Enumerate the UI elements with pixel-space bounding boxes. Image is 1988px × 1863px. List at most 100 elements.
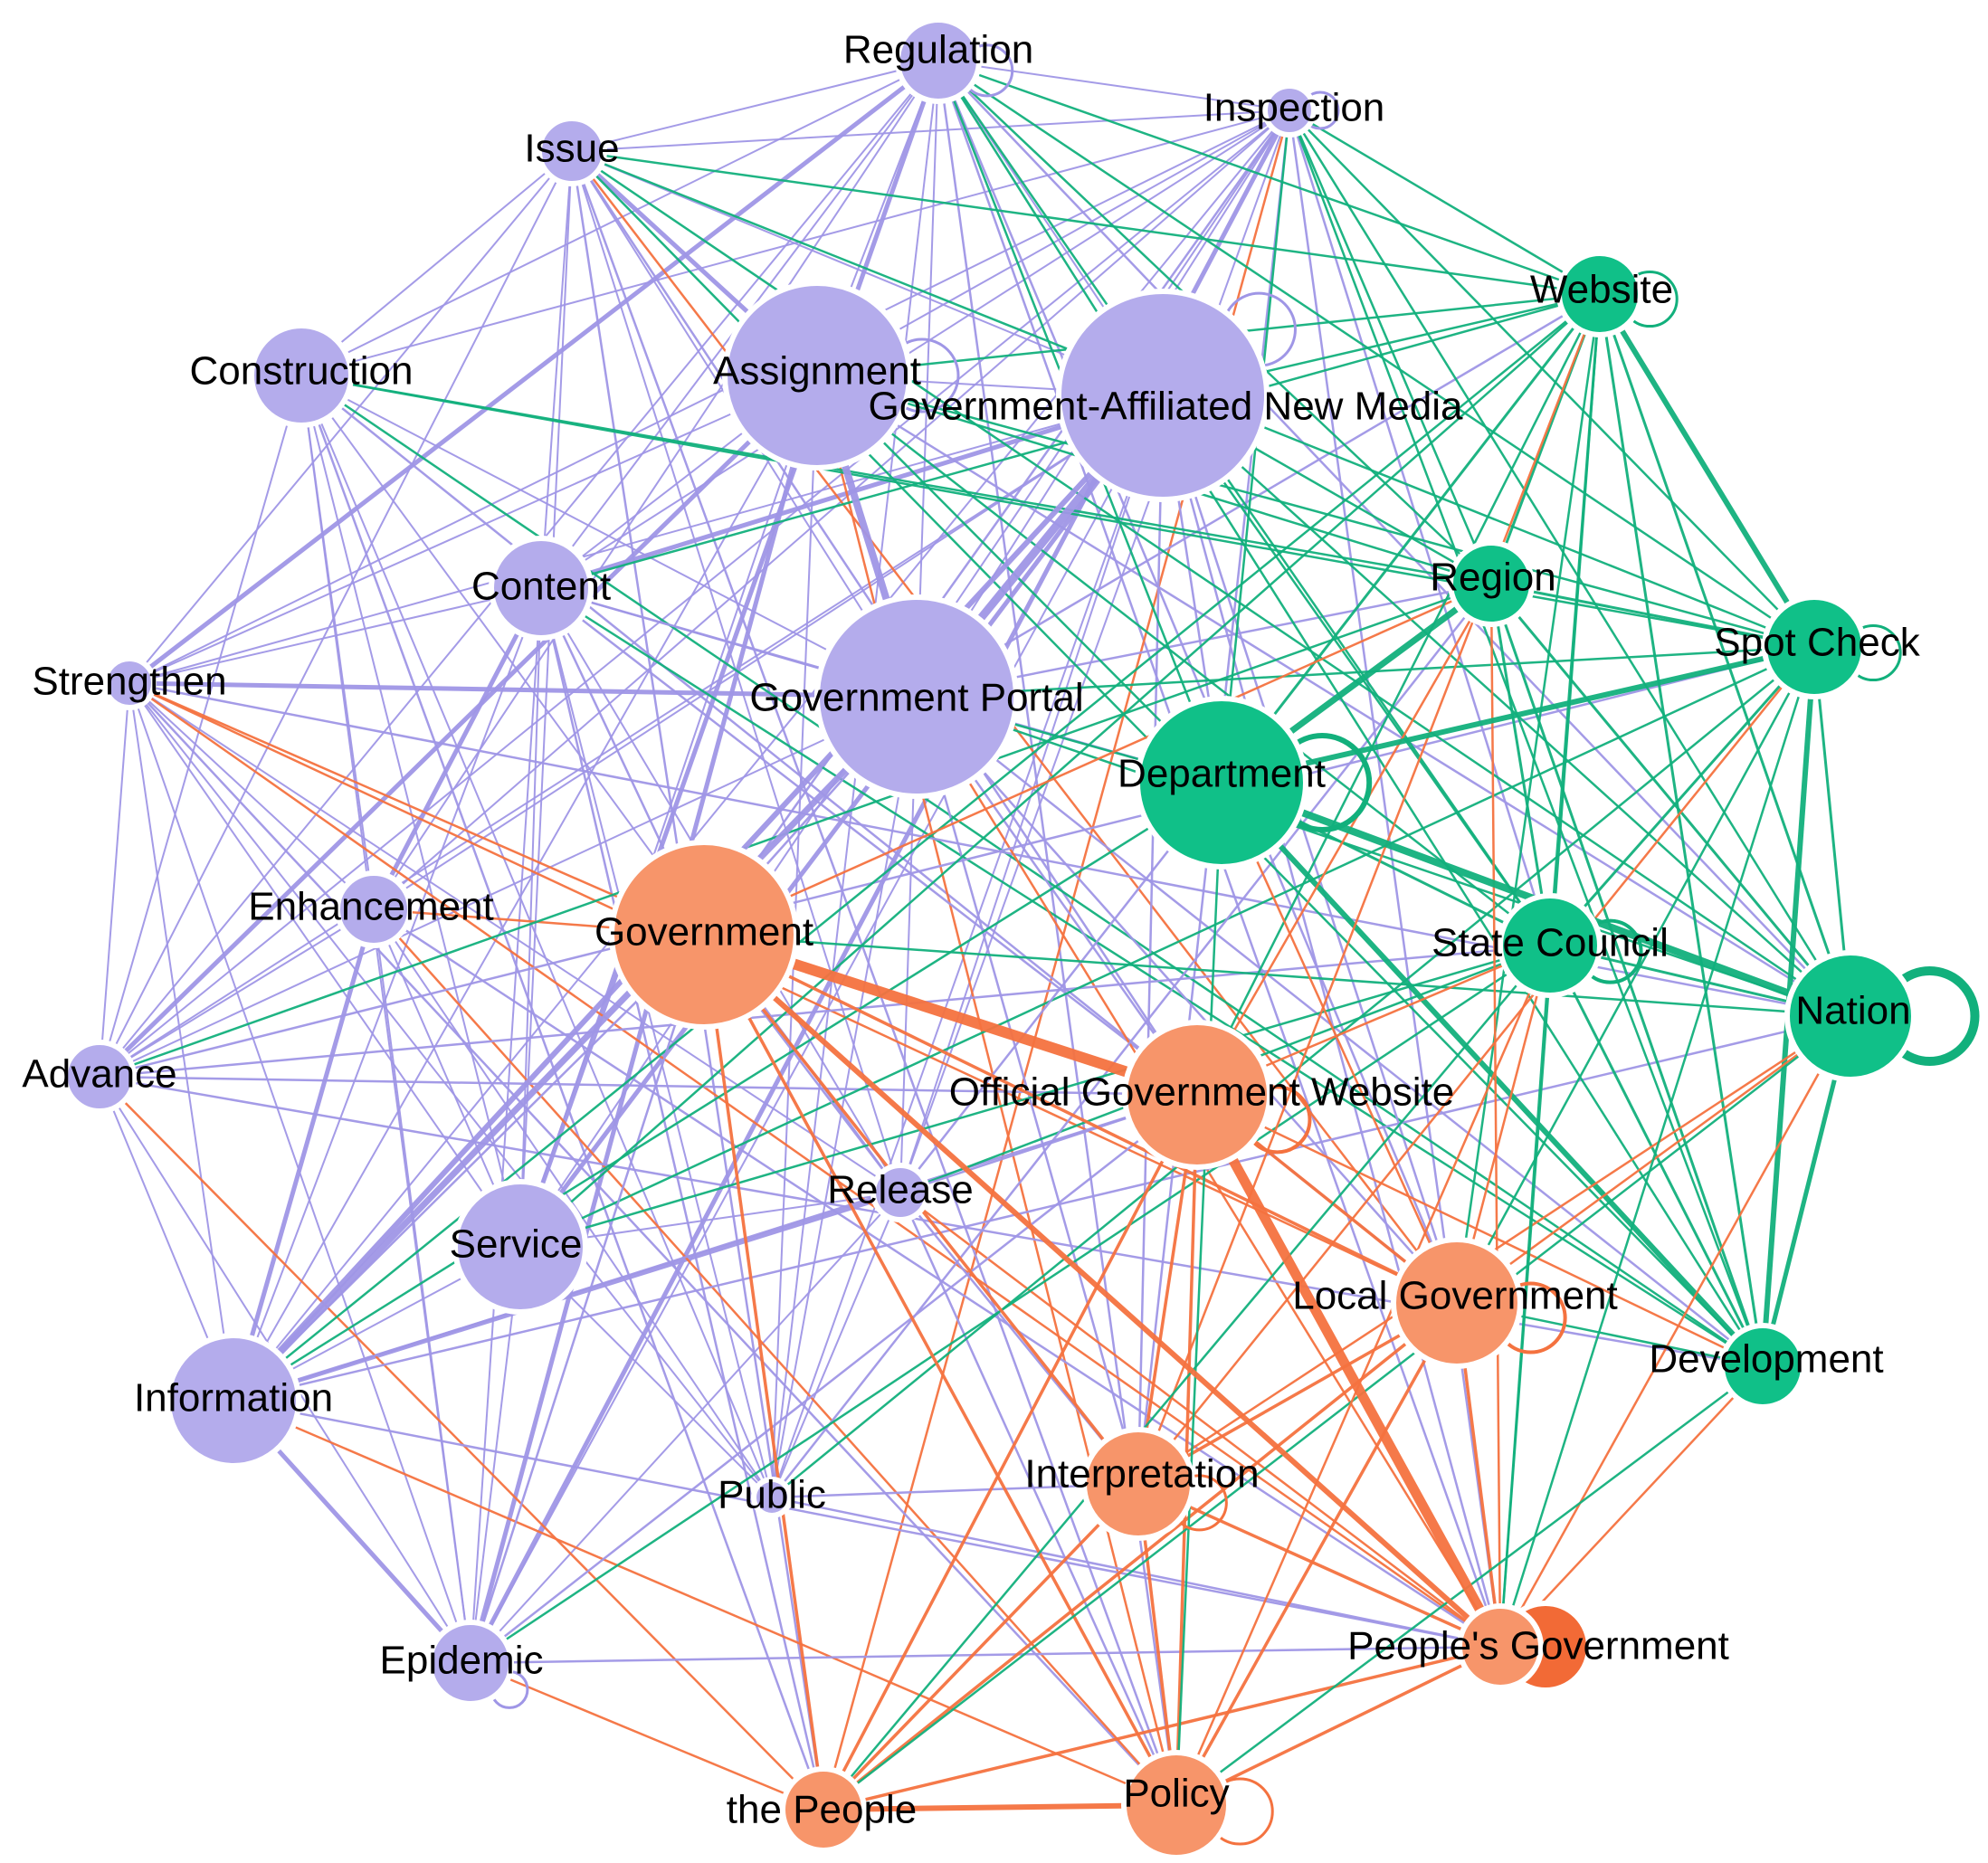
edge-public-peoples_gov [771, 1496, 1501, 1649]
node-label-department: Department [1118, 752, 1326, 796]
node-label-construction: Construction [189, 349, 413, 394]
edge-epidemic-state_council [470, 944, 1551, 1665]
edge-local_gov-the_people [822, 1301, 1459, 1811]
edge-inspection-release [899, 109, 1290, 1193]
edge-content-development [540, 586, 1764, 1368]
edge-construction-service [300, 375, 521, 1248]
edge-peoples_gov-state_council [1498, 945, 1552, 1648]
node-the-people [780, 1766, 867, 1853]
edge-local_gov-policy [1175, 1302, 1459, 1806]
edge-strengthen-advance [99, 682, 130, 1078]
edge-strengthen-portal [128, 680, 918, 699]
edge-interpretation-peoples_gov [1137, 1482, 1501, 1649]
node-label-policy: Policy [1123, 1772, 1229, 1816]
edge-peoples_gov-development [1499, 1365, 1764, 1648]
edge-regulation-portal [916, 60, 939, 698]
node-label-official-site: Official Government Website [949, 1070, 1454, 1115]
node-label-government: Government [594, 910, 813, 955]
edge-strengthen-public [128, 682, 773, 1498]
node-official-site [1122, 1020, 1272, 1170]
edge-epidemic-official_site [470, 1094, 1198, 1664]
edge-epidemic-peoples_gov [470, 1645, 1501, 1665]
edge-inspection-development [1288, 109, 1764, 1367]
edge-assignment-spot_check [816, 374, 1815, 649]
edge-official_site-region [1195, 583, 1493, 1096]
edge-peoples_gov-region [1489, 583, 1502, 1648]
edge-new_media-public [771, 394, 1164, 1498]
edge-website-nation [1598, 293, 1852, 1017]
edge-assignment-epidemic [468, 375, 820, 1664]
edge-release-public [771, 1192, 901, 1498]
edge-inspection-strengthen [128, 109, 1290, 684]
edge-new_media-peoples_gov [1161, 394, 1502, 1648]
edge-policy-state_council [1175, 945, 1552, 1806]
edge-strengthen-policy [128, 682, 1177, 1806]
edges-layer [98, 59, 1853, 1812]
edge-issue-website [571, 149, 1601, 296]
node-regulation [895, 17, 982, 104]
node-inspection [1262, 83, 1317, 138]
edge-enhancement-epidemic [373, 908, 471, 1664]
edge-assignment-strengthen [128, 375, 818, 684]
edge-assignment-nation [816, 374, 1851, 1018]
edge-regulation-inspection [937, 60, 1290, 111]
edge-portal-interpretation [915, 696, 1140, 1485]
edge-release-peoples_gov [899, 1192, 1501, 1648]
node-label-interpretation: Interpretation [1024, 1452, 1259, 1497]
nodes-layer [62, 17, 1917, 1860]
edge-government-local_gov [703, 933, 1458, 1305]
edge-service-website [519, 293, 1601, 1248]
edge-inspection-peoples_gov [1288, 109, 1502, 1648]
node-state-council [1498, 893, 1603, 998]
edge-interpretation-the_people [822, 1482, 1140, 1811]
node-label-state-council: State Council [1432, 921, 1669, 965]
node-label-service: Service [450, 1222, 583, 1267]
edge-construction-the_people [300, 375, 825, 1811]
edge-issue-strengthen [128, 150, 573, 684]
node-label-public: Public [718, 1473, 826, 1517]
edge-issue-content [540, 150, 573, 589]
edge-government-policy [702, 934, 1178, 1806]
edge-new_media-interpretation [1137, 394, 1165, 1485]
edge-content-strengthen [128, 587, 542, 684]
edge-region-state_council [1489, 583, 1552, 946]
edge-the_people-state_council [823, 945, 1551, 1811]
node-label-new-media: Government-Affiliated New Media [868, 385, 1463, 429]
edge-service-epidemic [470, 1246, 521, 1664]
node-website [1556, 251, 1643, 337]
node-label-region: Region [1430, 556, 1555, 600]
edge-local_gov-spot_check [1455, 646, 1816, 1304]
node-label-inspection: Inspection [1203, 86, 1385, 130]
node-strengthen [102, 656, 157, 710]
edge-strengthen-information [128, 682, 234, 1402]
edge-new_media-nation [1162, 394, 1851, 1017]
node-label-release: Release [827, 1168, 973, 1212]
node-assignment [722, 280, 912, 471]
edge-spot_check-state_council [1548, 646, 1816, 946]
node-policy [1121, 1750, 1232, 1860]
edge-issue-service [519, 150, 573, 1248]
node-nation [1784, 950, 1917, 1082]
edge-content-official_site [540, 587, 1198, 1096]
edge-issue-construction [300, 150, 573, 376]
edge-regulation-website [937, 59, 1601, 296]
edge-release-policy [899, 1192, 1178, 1806]
node-enhancement [335, 870, 413, 948]
edge-regulation-spot_check [937, 59, 1815, 649]
node-construction [249, 323, 354, 428]
node-label-enhancement: Enhancement [248, 885, 494, 929]
edge-local_gov-website [1455, 293, 1602, 1304]
node-content [489, 536, 594, 641]
edge-official_site-website [1195, 293, 1602, 1096]
edge-peoples_gov-spot_check [1498, 646, 1816, 1648]
node-label-information: Information [134, 1376, 333, 1421]
edge-inspection-website [1289, 109, 1601, 296]
edge-enhancement-peoples_gov [373, 908, 1501, 1649]
node-label-website: Website [1530, 268, 1673, 312]
edge-policy-department [1175, 782, 1223, 1806]
node-advance [62, 1040, 137, 1114]
edge-information-official_site [233, 1093, 1198, 1402]
edge-interpretation-spot_check [1137, 646, 1815, 1485]
